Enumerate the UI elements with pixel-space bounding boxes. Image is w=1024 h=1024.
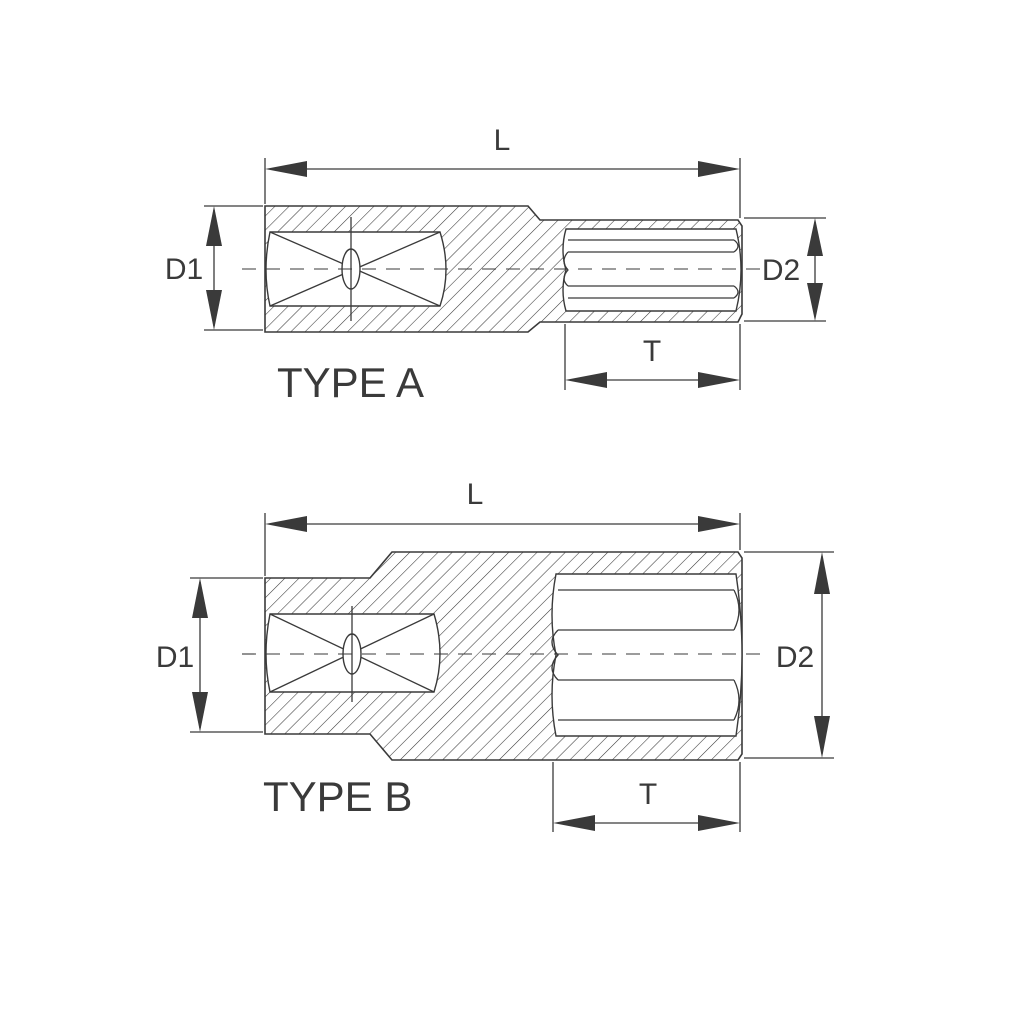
type-a-d2-label: D2 (762, 254, 800, 287)
type-a-d1-label: D1 (165, 253, 203, 286)
type-b-d1-label: D1 (156, 641, 194, 674)
type-b-title: TYPE B (263, 773, 412, 820)
type-b-depth-label: T (639, 778, 657, 811)
type-a-d2-dimension: D2 (744, 217, 826, 322)
type-a-drawing: L D1 D2 T TYPE A (165, 124, 826, 406)
type-b-d2-label: D2 (776, 641, 814, 674)
type-b-spline-bore (551, 573, 743, 737)
type-b-depth-dimension: T (552, 762, 741, 832)
type-a-title: TYPE A (277, 359, 424, 406)
type-b-length-label: L (467, 478, 484, 511)
type-a-spline-bore (562, 228, 742, 312)
type-b-length-dimension: L (264, 478, 741, 576)
type-a-depth-label: T (643, 335, 661, 368)
type-a-d1-dimension: D1 (165, 205, 263, 331)
type-a-length-label: L (494, 124, 511, 157)
type-a-depth-dimension: T (564, 324, 741, 390)
type-a-length-dimension: L (264, 124, 741, 218)
type-b-drawing: L D1 D2 T TYPE B (156, 478, 834, 832)
type-b-d1-dimension: D1 (156, 577, 263, 733)
type-b-d2-dimension: D2 (744, 551, 834, 759)
